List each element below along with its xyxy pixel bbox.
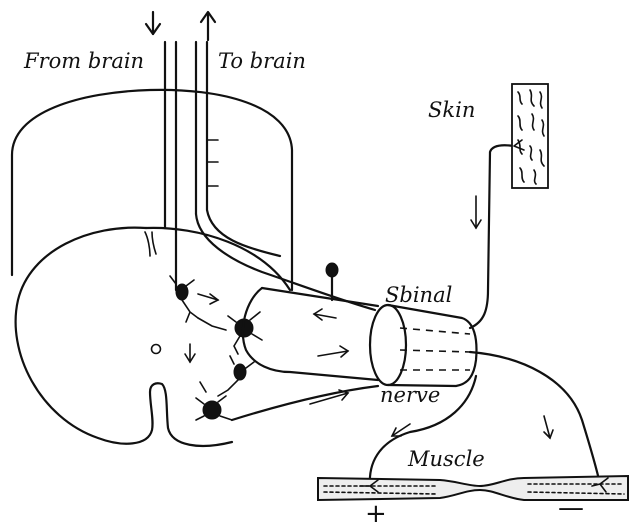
sensory-fibre [470,145,514,328]
spinal-nerve-bundle [370,305,476,386]
neuron-cell-motor-2 [203,401,221,419]
skin-label: Skin [428,98,475,122]
from-brain-arrow [146,12,160,34]
motor-fibres [370,352,600,486]
descending-tract [165,42,176,290]
from-brain-label: From brain [23,49,144,73]
skin-patch [512,84,548,188]
to-brain-label: To brain [218,49,306,73]
central-canal [152,345,161,354]
plus-sign: + [365,499,387,526]
spinal-label: Sbinal [385,283,452,307]
spinal-cord-cross-section [16,228,290,446]
root-arrows [310,309,348,404]
spinal-cord-cylinder [12,90,292,290]
grey-matter-arrows [185,294,218,362]
ascending-tract [196,42,375,310]
muscle [318,476,628,500]
ganglion-cell [326,263,338,277]
neuron-cell-middle [234,364,246,380]
muscle-label: Muscle [407,447,485,471]
to-brain-arrow [201,12,215,40]
